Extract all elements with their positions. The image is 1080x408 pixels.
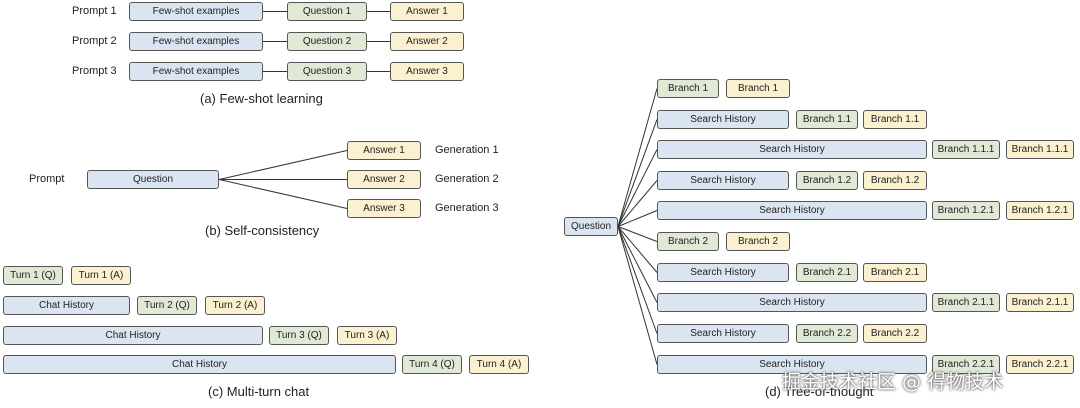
sc-connector-3 xyxy=(218,179,348,209)
fewshot-prompt-label-2: Prompt 2 xyxy=(72,35,117,47)
fewshot-prompt-label-3: Prompt 3 xyxy=(72,65,117,77)
fewshot-question-box-2: Question 2 xyxy=(287,32,367,51)
tot-root-question-box: Question xyxy=(564,217,618,236)
tot-branch-a-box-1-2: Branch 1.2 xyxy=(863,171,927,190)
tot-history-box-1-1-1: Search History xyxy=(657,140,927,159)
tot-branch-q-box-2-2-1: Branch 2.2.1 xyxy=(932,355,1000,374)
tot-connector-4 xyxy=(617,180,658,227)
tot-branch-q-box-2-1: Branch 2.1 xyxy=(796,263,858,282)
fewshot-answer-box-2: Answer 2 xyxy=(390,32,464,51)
tot-branch-a-box-1-1-1: Branch 1.1.1 xyxy=(1006,140,1074,159)
tot-connector-7 xyxy=(617,226,658,273)
tot-branch-a-box-1: Branch 1 xyxy=(726,79,790,98)
tot-history-box-1-2-1: Search History xyxy=(657,201,927,220)
chat-question-box-3: Turn 3 (Q) xyxy=(269,326,329,345)
tot-branch-a-box-1-2-1: Branch 1.2.1 xyxy=(1006,201,1074,220)
tot-branch-a-box-1-1: Branch 1.1 xyxy=(863,110,927,129)
watermark: 掘金技术社区 @ 得物技术 xyxy=(782,371,1004,393)
fewshot-prompt-label-1: Prompt 1 xyxy=(72,5,117,17)
sc-answer-box-3: Answer 3 xyxy=(347,199,421,218)
tot-history-box-1-1: Search History xyxy=(657,110,789,129)
sc-answer-box-2: Answer 2 xyxy=(347,170,421,189)
tot-history-box-1-2: Search History xyxy=(657,171,789,190)
fewshot-question-box-3: Question 3 xyxy=(287,62,367,81)
tot-branch-a-box-2-2-1: Branch 2.2.1 xyxy=(1006,355,1074,374)
chat-caption: (c) Multi-turn chat xyxy=(208,384,310,399)
fewshot-examples-box-2: Few-shot examples xyxy=(129,32,263,51)
tot-history-box-2-1: Search History xyxy=(657,263,789,282)
chat-answer-box-4: Turn 4 (A) xyxy=(469,355,529,374)
fewshot-answer-box-3: Answer 3 xyxy=(390,62,464,81)
tot-branch-q-box-2-1-1: Branch 2.1.1 xyxy=(932,293,1000,312)
sc-answer-box-1: Answer 1 xyxy=(347,141,421,160)
sc-generation-label-3: Generation 3 xyxy=(435,202,499,214)
tot-connector-1 xyxy=(617,88,658,227)
tot-branch-q-box-1-2: Branch 1.2 xyxy=(796,171,858,190)
tot-history-box-2-2-1: Search History xyxy=(657,355,927,374)
tot-connector-8 xyxy=(617,226,658,303)
tot-history-box-2-2: Search History xyxy=(657,324,789,343)
fewshot-answer-box-1: Answer 1 xyxy=(390,2,464,21)
chat-answer-box-3: Turn 3 (A) xyxy=(337,326,397,345)
tot-branch-q-box-1-2-1: Branch 1.2.1 xyxy=(932,201,1000,220)
sc-generation-label-1: Generation 1 xyxy=(435,144,499,156)
tot-connector-10 xyxy=(617,226,658,365)
fewshot-caption: (a) Few-shot learning xyxy=(200,91,323,106)
tot-branch-q-box-2-2: Branch 2.2 xyxy=(796,324,858,343)
chat-answer-box-2: Turn 2 (A) xyxy=(205,296,265,315)
tot-branch-a-box-2: Branch 2 xyxy=(726,232,790,251)
tot-connector-3 xyxy=(617,149,658,227)
tot-branch-a-box-2-1-1: Branch 2.1.1 xyxy=(1006,293,1074,312)
tot-connector-5 xyxy=(617,210,658,227)
tot-branch-a-box-2-1: Branch 2.1 xyxy=(863,263,927,282)
tot-branch-q-box-1: Branch 1 xyxy=(657,79,719,98)
chat-history-box-4: Chat History xyxy=(3,355,396,374)
tot-branch-a-box-2-2: Branch 2.2 xyxy=(863,324,927,343)
chat-history-box-3: Chat History xyxy=(3,326,263,345)
tot-connector-2 xyxy=(617,119,658,227)
fewshot-examples-box-1: Few-shot examples xyxy=(129,2,263,21)
fewshot-examples-box-3: Few-shot examples xyxy=(129,62,263,81)
sc-question-box: Question xyxy=(87,170,219,189)
tot-caption: (d) Tree-of-thought xyxy=(765,384,874,399)
sc-prompt-label: Prompt xyxy=(29,173,65,185)
sc-connector-1 xyxy=(218,150,348,180)
chat-history-box-2: Chat History xyxy=(3,296,130,315)
tot-history-box-2-1-1: Search History xyxy=(657,293,927,312)
chat-question-box-1: Turn 1 (Q) xyxy=(3,266,63,285)
chat-question-box-2: Turn 2 (Q) xyxy=(137,296,197,315)
fewshot-question-box-1: Question 1 xyxy=(287,2,367,21)
tot-branch-q-box-2: Branch 2 xyxy=(657,232,719,251)
tot-branch-q-box-1-1: Branch 1.1 xyxy=(796,110,858,129)
tot-branch-q-box-1-1-1: Branch 1.1.1 xyxy=(932,140,1000,159)
sc-caption: (b) Self-consistency xyxy=(205,223,320,238)
sc-generation-label-2: Generation 2 xyxy=(435,173,499,185)
tot-connector-9 xyxy=(617,226,658,334)
tot-connector-6 xyxy=(617,226,658,242)
chat-answer-box-1: Turn 1 (A) xyxy=(71,266,131,285)
chat-question-box-4: Turn 4 (Q) xyxy=(402,355,462,374)
